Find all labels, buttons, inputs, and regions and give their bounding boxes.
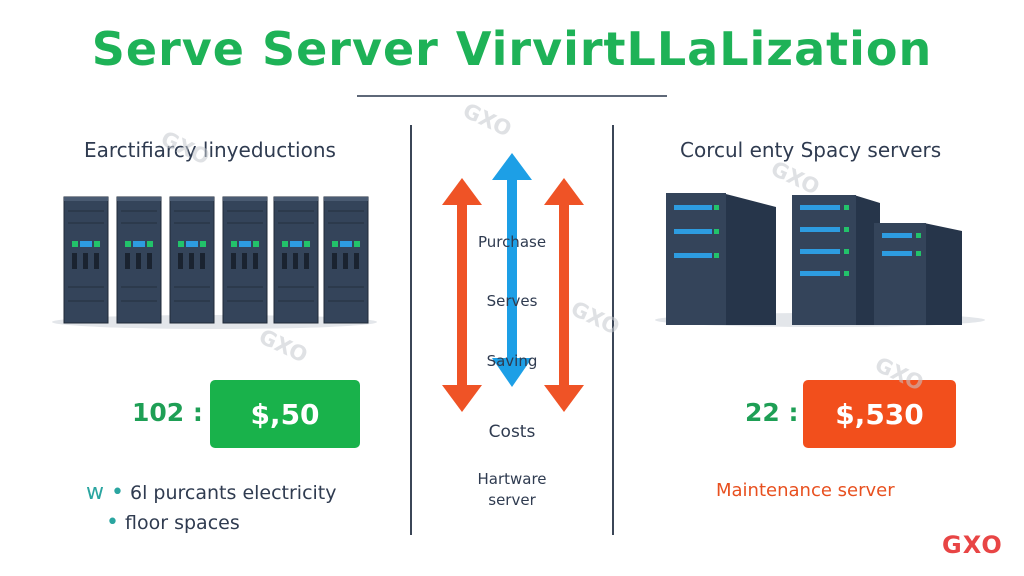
maintenance-note: Maintenance server (716, 480, 895, 501)
label-purchase: Purchase (477, 233, 547, 251)
red-double-arrow-left (442, 178, 482, 412)
left-bullet-1: w • 6l purcants electricity (86, 480, 337, 505)
virtual-servers-illustration (666, 193, 962, 325)
label-hardware: Hartware (477, 470, 547, 488)
right-heading: Corcul enty Spacy servers (680, 138, 942, 162)
watermark: GXO (459, 98, 516, 142)
label-serves: Serves (486, 292, 538, 310)
divider-left (410, 125, 412, 535)
brand-logo: GXO (942, 531, 1003, 559)
red-double-arrow-right (544, 178, 584, 412)
left-price-value: $,50 (250, 397, 320, 431)
title-divider (357, 95, 667, 97)
left-price-badge: $,50 (210, 380, 360, 448)
right-price-value: $,530 (835, 397, 924, 431)
watermark: GXO (255, 324, 312, 368)
right-price-badge: $,530 (803, 380, 956, 448)
left-server-count: 102 : (132, 398, 203, 427)
label-server: server (488, 491, 536, 509)
bullet-marker: w • (86, 480, 124, 505)
bullet-text: floor spaces (125, 512, 240, 534)
left-bullet-2: • floor spaces (106, 510, 240, 535)
blue-double-arrow (492, 153, 532, 387)
server-tower-1 (666, 193, 776, 325)
comparison-arrows (442, 153, 584, 412)
label-saving: Saving (486, 352, 538, 370)
label-costs: Costs (488, 422, 536, 442)
server-tower-2 (792, 195, 880, 325)
page-title: Serve Server VirvirtLLaLization (91, 22, 933, 76)
server-tower-3 (874, 223, 962, 325)
racked-servers-illustration (63, 196, 369, 324)
right-server-count: 22 : (745, 398, 799, 427)
divider-right (612, 125, 614, 535)
bullet-text: 6l purcants electricity (130, 482, 337, 504)
watermark: GXO (157, 126, 214, 170)
bullet-marker: • (106, 510, 119, 535)
left-heading: Earctifiarcy linyeductions (84, 138, 336, 162)
